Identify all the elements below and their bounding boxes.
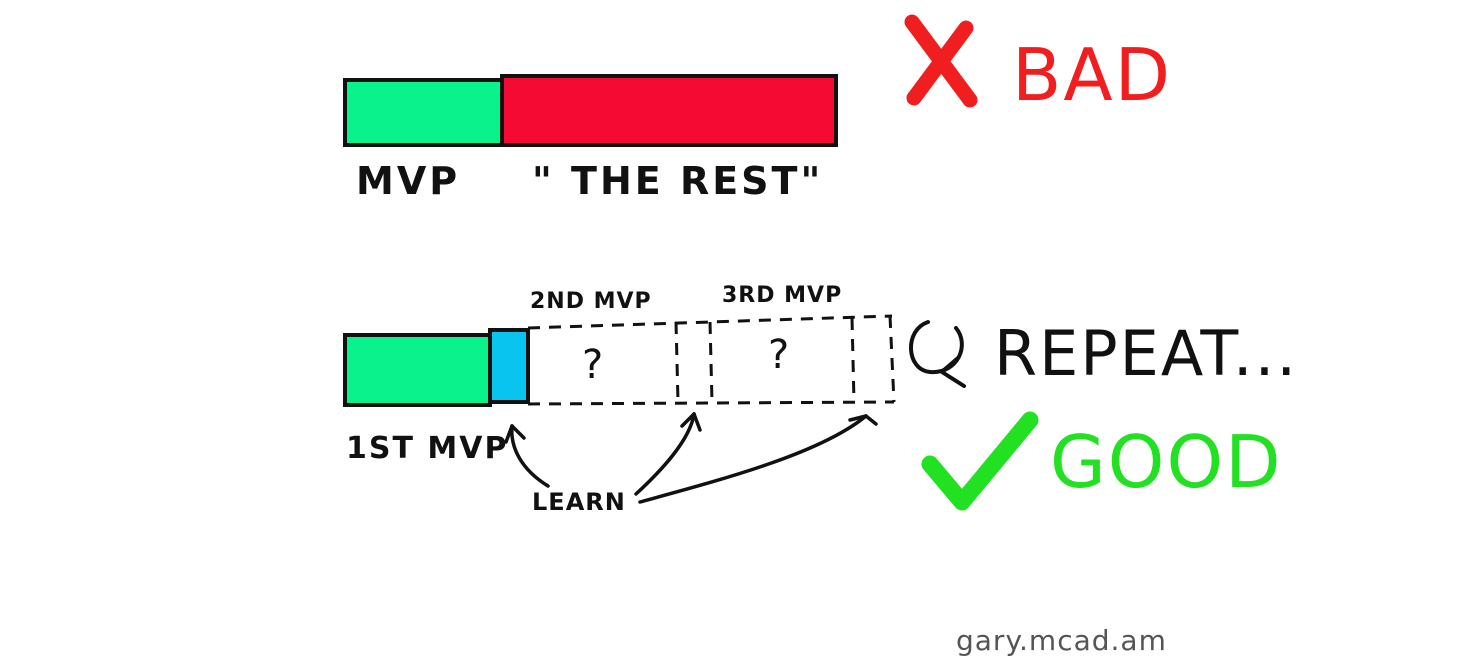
mvp-segment [343,78,504,147]
dashed-top [527,314,893,330]
mvp-label: MVP [356,159,460,203]
checkmark-icon [921,411,1039,511]
repeat-arrow-icon [909,320,966,388]
bad-label: BAD [1012,33,1172,117]
future-mvp-boxes [527,314,896,406]
learn-arrow-2 [634,412,696,496]
learn-arrows [504,412,878,504]
first-mvp-label: 1ST MVP [346,431,508,466]
cross-icon [904,14,978,108]
good-label: GOOD [1050,420,1283,504]
third-mvp-placeholder: ? [768,332,789,378]
learn-label: LEARN [532,488,626,516]
second-mvp-placeholder: ? [582,342,603,388]
rest-segment [500,74,838,147]
learn-arrow-3 [638,414,868,504]
dashed-bottom [527,400,895,406]
good-row: ? ? 2ND MVP 3RD MVP 1ST MVP REPEAT... LE… [343,283,1298,516]
dashed-divider-2 [708,321,714,403]
second-mvp-label: 2ND MVP [530,289,652,314]
learn-arrow-1 [510,424,550,488]
dashed-divider-1 [674,321,680,403]
bad-row: MVP " THE REST" BAD [343,14,1172,203]
dashed-right [888,315,896,403]
the-rest-label: " THE REST" [532,159,823,203]
third-mvp-label: 3RD MVP [722,283,842,308]
learn-segment [488,328,530,404]
dashed-divider-3 [850,317,856,403]
repeat-label: REPEAT... [994,317,1298,390]
first-mvp-segment [343,333,492,407]
author-credit: gary.mcad.am [956,624,1167,657]
